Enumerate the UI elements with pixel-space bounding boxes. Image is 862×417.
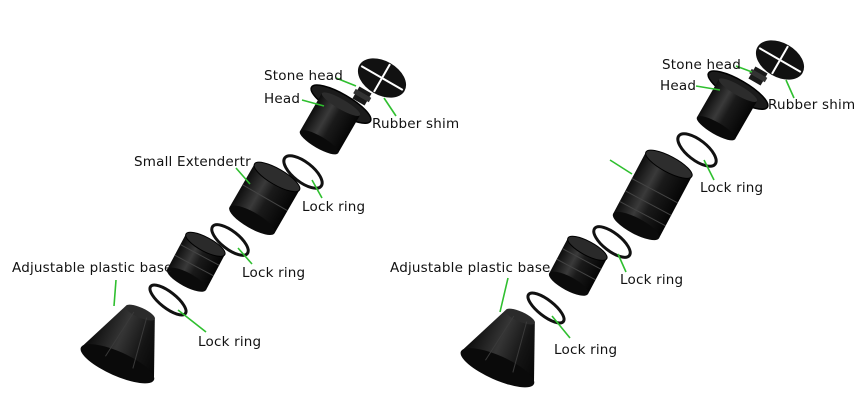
leader-right-extender (609, 159, 633, 175)
leader-right-lock-ring-2 (617, 253, 627, 273)
right-cone-base (460, 308, 535, 388)
left-stone-head (352, 86, 372, 106)
left-lock-ring-2 (210, 223, 250, 257)
right-extender (612, 149, 693, 241)
label-left-rubber-shim: Rubber shim (372, 116, 460, 132)
right-head (696, 70, 769, 141)
leader-right-lock-ring-1 (703, 159, 715, 181)
leader-right-rubber-shim (785, 79, 795, 99)
leader-right-adjustable-base (499, 277, 509, 313)
leader-right-stone-head (735, 65, 753, 73)
right-stone-head (748, 66, 768, 86)
label-left-stone-head: Stone head (264, 68, 343, 84)
label-left-head: Head (264, 91, 301, 107)
label-right-head: Head (660, 78, 697, 94)
label-right-lock-ring-2: Lock ring (620, 272, 684, 288)
label-left-lock-ring-1: Lock ring (302, 199, 366, 215)
right-lock-ring-1 (676, 132, 718, 168)
right-assembly (460, 40, 805, 388)
leader-left-lock-ring-1 (311, 179, 323, 199)
label-right-rubber-shim: Rubber shim (768, 97, 856, 113)
right-rubber-shim (755, 40, 805, 80)
leader-right-lock-ring-3 (551, 315, 571, 339)
leader-left-head (301, 99, 325, 107)
label-right-lock-ring-3: Lock ring (554, 342, 618, 358)
label-left-lock-ring-3: Lock ring (198, 334, 262, 350)
leader-left-stone-head (335, 77, 357, 87)
leader-left-lock-ring-2 (237, 247, 253, 265)
right-lock-ring-3 (526, 291, 566, 325)
label-right-stone-head: Stone head (662, 57, 741, 73)
leader-right-head (695, 85, 721, 91)
right-lock-ring-2 (592, 225, 632, 259)
leader-left-small-extender (235, 167, 251, 185)
leader-left-adjustable-base (113, 279, 117, 307)
left-lock-ring-3 (148, 283, 188, 317)
right-base-cylinder (548, 235, 608, 296)
label-right-adjustable-base: Adjustable plastic base (390, 260, 551, 276)
label-right-lock-ring-1: Lock ring (700, 180, 764, 196)
left-rubber-shim (357, 58, 407, 98)
leader-left-lock-ring-3 (177, 309, 207, 333)
left-assembly (80, 58, 407, 384)
label-left-small-extender: Small Extendertr (134, 154, 251, 170)
label-left-lock-ring-2: Lock ring (242, 265, 306, 281)
left-cone-base (80, 304, 155, 384)
left-lock-ring-1 (282, 154, 324, 190)
left-head (299, 84, 372, 155)
left-base-cylinder (166, 231, 226, 292)
leader-lines (113, 65, 795, 339)
leader-left-rubber-shim (383, 97, 397, 117)
label-left-adjustable-base: Adjustable plastic base (12, 260, 173, 276)
